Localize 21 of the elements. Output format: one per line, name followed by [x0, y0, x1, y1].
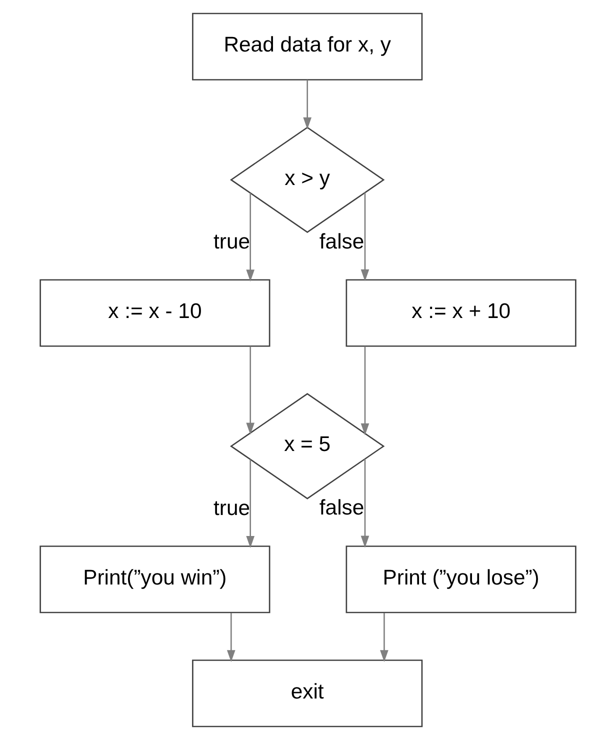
arrow — [360, 458, 370, 548]
node-diamond: x > y — [230, 126, 385, 233]
arrow — [380, 612, 388, 662]
arrow — [246, 193, 255, 282]
arrow — [246, 346, 255, 435]
arrow — [360, 192, 370, 282]
arrow — [360, 346, 370, 436]
edge-label: false — [319, 230, 364, 254]
arrow — [226, 612, 236, 662]
arrow — [246, 459, 255, 548]
edge-label: false — [319, 496, 364, 520]
node-box: Print(”you win”) — [40, 546, 270, 614]
node-box: Read data for x, y — [192, 12, 423, 80]
node-box: x := x - 10 — [40, 279, 270, 347]
arrow — [303, 80, 312, 130]
node-box: Print (”you lose”) — [346, 546, 576, 614]
edge-label: true — [214, 497, 250, 520]
edge-label: true — [214, 230, 250, 254]
node-box: exit — [192, 660, 423, 728]
node-diamond: x = 5 — [230, 393, 385, 500]
node-box: x := x + 10 — [346, 279, 576, 347]
